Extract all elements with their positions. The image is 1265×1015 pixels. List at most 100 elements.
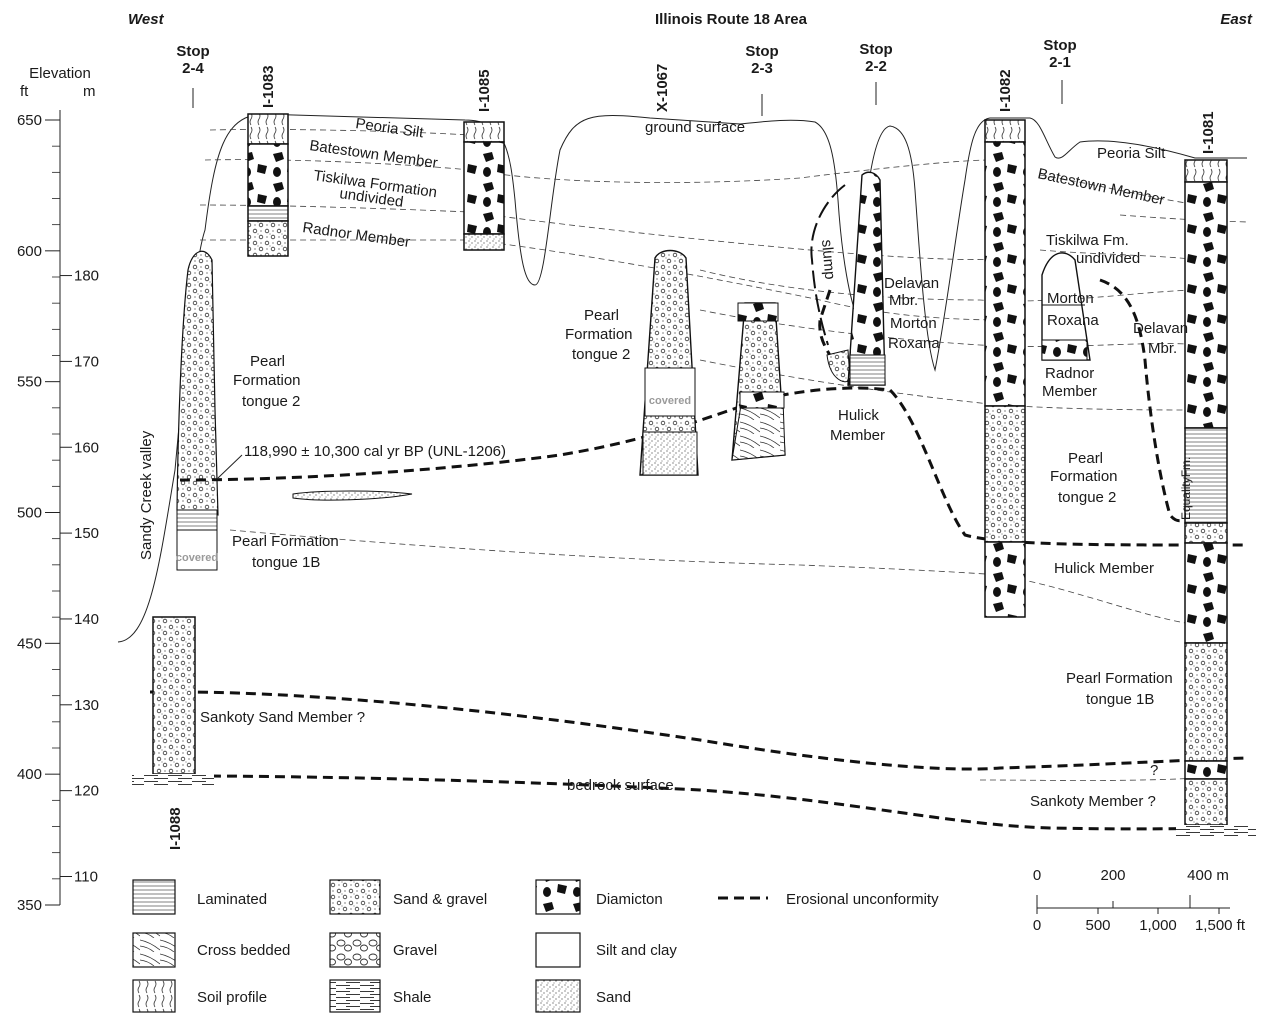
pearl-t2-center-1: Pearl	[584, 307, 619, 324]
pearl-t2-west-3: tongue 2	[242, 393, 300, 410]
ground-surface-label: ground surface	[645, 119, 745, 136]
boring-i-1081	[1176, 159, 1256, 837]
m-tick-label: 120	[74, 783, 99, 800]
sand-lens	[292, 490, 413, 501]
legend-diamicton: Diamicton	[596, 891, 663, 908]
elevation-axis: Elevation ft m 650 600 550 500 450 400 350 180…	[17, 65, 99, 914]
batestown-label: Batestown Member	[308, 137, 438, 172]
legend: Laminated Cross bedded Soil profile Sand…	[132, 879, 939, 1013]
pearl-t2-center-2: Formation	[565, 326, 633, 343]
pearl-1b-east-1: Pearl Formation	[1066, 670, 1173, 687]
legend-cross-bedded: Cross bedded	[197, 942, 290, 959]
radnor-east-label-1: Radnor	[1045, 365, 1094, 382]
m-tick-label: 110	[74, 868, 98, 885]
ft-tick-label: 450	[17, 635, 42, 652]
pearl-1b-east-2: tongue 1B	[1086, 691, 1154, 708]
m-tick-label: 180	[74, 268, 99, 285]
pearl-1b-west-1: Pearl Formation	[232, 533, 339, 550]
scale-m-0: 0	[1033, 867, 1041, 884]
delavan-label-2: Mbr.	[889, 292, 918, 309]
pearl-t2-east-2: Formation	[1050, 468, 1118, 485]
pearl-1b-west-2: tongue 1B	[252, 554, 320, 571]
scale-m-400: 400 m	[1187, 867, 1229, 884]
scale-ft-1000: 1,000	[1139, 917, 1177, 934]
east-label: East	[1220, 11, 1253, 28]
ft-tick-label: 550	[17, 374, 42, 391]
legend-shale: Shale	[393, 989, 431, 1006]
legend-gravel: Gravel	[393, 942, 437, 959]
ft-tick-label: 400	[17, 766, 42, 783]
delavan-label-1: Delavan	[884, 275, 939, 292]
sandy-creek-label: Sandy Creek valley	[138, 430, 155, 560]
roxana-east-label: Roxana	[1047, 312, 1099, 329]
radnor-label: Radnor Member	[301, 219, 411, 251]
equality-label: EqualityFm.	[1179, 457, 1193, 520]
m-tick-label: 140	[74, 611, 99, 628]
m-tick-label: 130	[74, 697, 99, 714]
hulick-east-label: Hulick Member	[1054, 560, 1154, 577]
axis-unit-ft: ft	[20, 83, 29, 100]
sankoty-sand-label: Sankoty Sand Member ?	[200, 709, 365, 726]
pearl-t2-east-1: Pearl	[1068, 450, 1103, 467]
legend-soil-profile: Soil profile	[197, 989, 267, 1006]
tiskilwa-fm-label-1: Tiskilwa Fm.	[1046, 232, 1129, 249]
ft-tick-label: 650	[17, 112, 42, 129]
slump-label: slump	[818, 239, 838, 280]
legend-erosional: Erosional unconformity	[786, 891, 939, 908]
legend-sand: Sand	[596, 989, 631, 1006]
slump-line	[810, 184, 846, 346]
scale-bar: 0 200 400 m 0 500 1,000 1,500 ft	[1033, 867, 1246, 934]
label-i-1081: I-1081	[1200, 111, 1217, 154]
legend-laminated: Laminated	[197, 891, 267, 908]
valley-fill	[176, 250, 219, 516]
boring-i-1088	[132, 616, 214, 786]
hulick-center-label-2: Member	[830, 427, 885, 444]
morton-east-label: Morton	[1047, 290, 1094, 307]
ft-tick-label: 600	[17, 243, 42, 260]
ground-surface-line	[117, 113, 1247, 643]
covered-label: covered	[176, 552, 218, 564]
boring-i-1085	[463, 121, 505, 251]
ft-tick-label: 500	[17, 505, 42, 522]
scale-m-200: 200	[1100, 867, 1125, 884]
scale-ft-500: 500	[1085, 917, 1110, 934]
morton-label: Morton	[890, 315, 937, 332]
pearl-t2-west-2: Formation	[233, 372, 301, 389]
m-tick-label: 160	[74, 439, 99, 456]
pearl-t2-west-1: Pearl	[250, 353, 285, 370]
date-label: 118,990 ± 10,300 cal yr BP (UNL-1206)	[244, 443, 506, 460]
label-i-1083: I-1083	[260, 65, 277, 108]
label-i-1085: I-1085	[476, 69, 493, 112]
peoria-silt-label: Peoria Silt	[354, 115, 425, 141]
legend-sand-gravel: Sand & gravel	[393, 891, 487, 908]
axis-label: Elevation	[29, 65, 91, 82]
pearl-t2-center-3: tongue 2	[572, 346, 630, 363]
axis-unit-m: m	[83, 83, 96, 100]
peoria-silt-east-label: Peoria Silt	[1097, 145, 1166, 162]
figure-title: Illinois Route 18 Area	[655, 11, 808, 28]
stop-2-2-column	[847, 171, 886, 386]
sankoty-east-label: Sankoty Member ?	[1030, 793, 1156, 810]
m-tick-label: 150	[74, 525, 99, 542]
label-x-1067: X-1067	[654, 64, 671, 112]
delavan-east-label-2: Mbr.	[1148, 340, 1177, 357]
ft-tick-label: 350	[17, 897, 42, 914]
batestown-east-label: Batestown Member	[1036, 165, 1166, 208]
m-tick-label: 170	[74, 353, 99, 370]
label-i-1082: I-1082	[997, 69, 1014, 112]
scale-ft-1500: 1,500 ft	[1195, 917, 1246, 934]
label-i-1088: I-1088	[167, 807, 184, 850]
tiskilwa-fm-label-2: undivided	[1076, 250, 1140, 267]
radnor-east-label-2: Member	[1042, 383, 1097, 400]
roxana-label: Roxana	[888, 335, 940, 352]
delavan-east-label-1: Delavan	[1133, 320, 1188, 337]
scale-ft-0: 0	[1033, 917, 1041, 934]
boring-i-1083	[247, 113, 289, 257]
stop-2-2-pit	[826, 349, 851, 383]
covered-label-x1067: covered	[649, 395, 691, 407]
